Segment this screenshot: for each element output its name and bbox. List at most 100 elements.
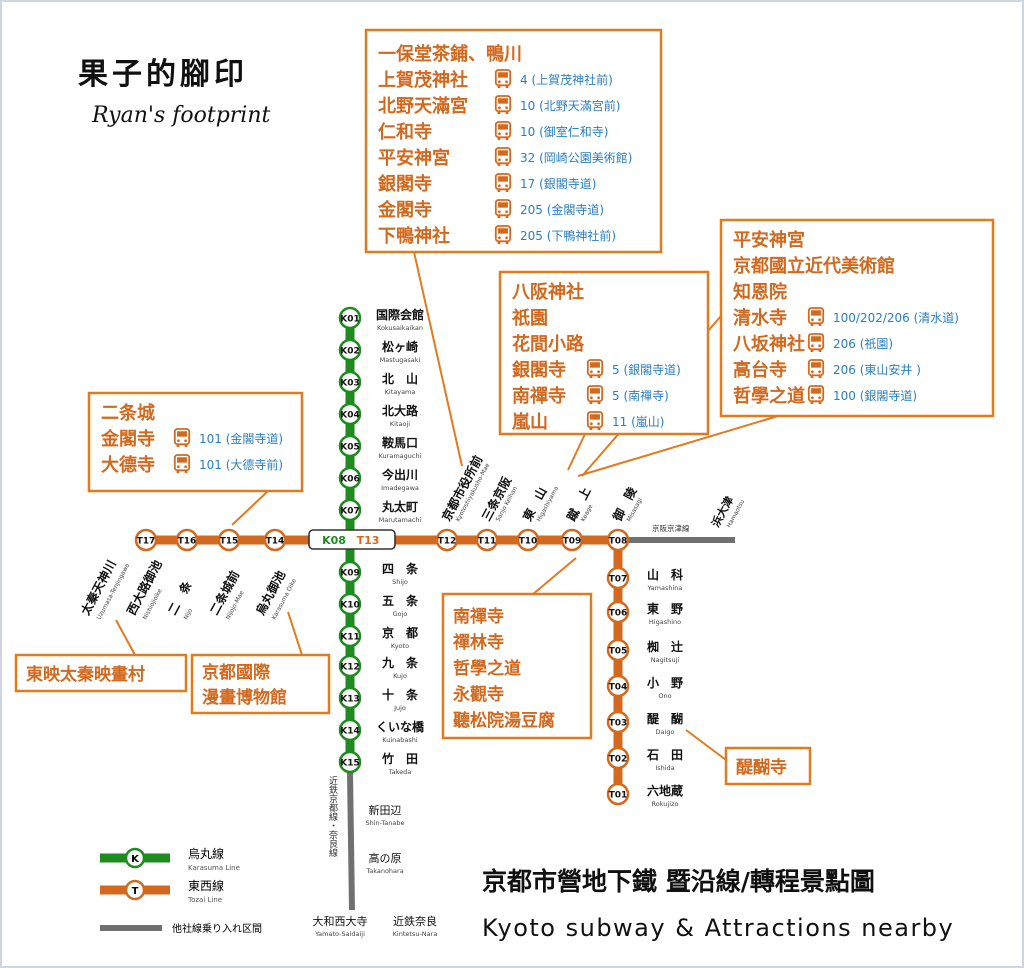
station-t06-marker	[606, 600, 630, 624]
legend-other-zh: 他社線乗り入れ区間	[172, 922, 262, 935]
station-t03-name: 醍 醐	[647, 711, 683, 726]
station-t14-marker	[263, 528, 287, 552]
station-t06[interactable]: T06	[606, 600, 630, 624]
station-t03[interactable]: T03	[606, 710, 630, 734]
station-k07[interactable]: K07	[338, 498, 362, 522]
callout-middle-bus-5: 11 (嵐山)	[612, 415, 664, 429]
station-kintetsu-2-name: 大和西大寺	[313, 914, 368, 928]
station-kintetsu-3-name: 近鉄奈良	[393, 914, 437, 928]
station-t17-code: T17	[137, 537, 156, 547]
station-k01[interactable]: K01	[338, 306, 362, 330]
station-k06[interactable]: K06	[338, 466, 362, 490]
station-t05-marker	[606, 638, 630, 662]
station-k11-marker	[338, 624, 362, 648]
callout-top-bus-1: 4 (上賀茂神社前)	[520, 72, 613, 87]
legend-karasuma-letter: K	[131, 854, 140, 865]
leader-middle	[567, 433, 586, 471]
callout-top-place-7: 下鴨神社	[378, 225, 450, 247]
legend-tozai-en: Tozai Line	[187, 896, 222, 904]
callout-right-place-3: 清水寺	[733, 307, 787, 329]
station-t11[interactable]: T11	[475, 528, 499, 552]
callout-left-bus-2: 101 (大德寺前)	[199, 457, 283, 472]
station-k13[interactable]: K13	[338, 686, 362, 710]
callout-top-bus-5: 17 (銀閣寺道)	[520, 177, 596, 191]
station-k11[interactable]: K11	[338, 624, 362, 648]
kintetsu-line-label: 近鉄京都線・奈良線	[327, 775, 338, 857]
callout-right-bus-6: 100 (銀閣寺道)	[833, 389, 917, 403]
station-t10[interactable]: T10	[516, 528, 540, 552]
station-k09[interactable]: K09	[338, 560, 362, 584]
callout-uzumasa: 東映太秦映畫村	[14, 653, 188, 693]
station-k15-marker	[338, 750, 362, 774]
callout-middle-box	[498, 270, 710, 436]
callout-uzumasa-box	[14, 653, 188, 693]
callout-top-place-4: 平安神宮	[378, 147, 450, 169]
station-k11-name: 京 都	[382, 625, 418, 640]
station-kintetsu-2-name-en: Yamato-Saidaiji	[314, 930, 365, 938]
transfer-code-t: T13	[357, 534, 380, 547]
station-k02-name-en: Mastugasaki	[380, 356, 421, 364]
station-t17[interactable]: T17	[134, 528, 158, 552]
station-t01-marker	[606, 782, 630, 806]
station-k12-marker	[338, 654, 362, 678]
station-k13-name: 十 条	[382, 687, 419, 702]
station-k10-code: K10	[340, 601, 360, 611]
station-k15[interactable]: K15	[338, 750, 362, 774]
station-t16[interactable]: T16	[175, 528, 199, 552]
station-k14[interactable]: K14	[338, 718, 362, 742]
legend-tozai-letter: T	[132, 886, 139, 897]
station-k12[interactable]: K12	[338, 654, 362, 678]
callout-middle-place-1: 祇園	[511, 307, 548, 329]
station-k02-name: 松ヶ崎	[382, 339, 418, 354]
leader-manga	[287, 611, 303, 656]
station-t12[interactable]: T12	[435, 528, 459, 552]
station-k01-name: 国際会館	[376, 307, 424, 322]
callout-top-place-3: 仁和寺	[378, 121, 432, 143]
leader-top	[413, 251, 463, 467]
station-k05[interactable]: K05	[338, 434, 362, 458]
leader-right-a	[577, 415, 779, 477]
station-k03-code: K03	[340, 379, 360, 389]
callout-top-place-2: 北野天滿宮	[378, 95, 468, 117]
station-k09-name: 四 条	[382, 561, 419, 576]
map-title-zh: 京都市營地下鐵 暨沿線/轉程景點圖	[482, 867, 875, 896]
station-t14[interactable]: T14	[263, 528, 287, 552]
station-t07-name: 山 科	[647, 567, 683, 582]
callout-middle-place-5: 嵐山	[512, 412, 548, 433]
station-t04-code: T04	[609, 683, 628, 693]
station-k15-code: K15	[340, 759, 360, 769]
station-k04[interactable]: K04	[338, 402, 362, 426]
station-t08[interactable]: T08	[606, 528, 630, 552]
station-t02-name: 石 田	[646, 748, 683, 762]
station-kintetsu-0-name: 新田辺	[369, 803, 402, 817]
station-kintetsu-1-name-en: Takanohara	[365, 867, 403, 875]
station-k10[interactable]: K10	[338, 592, 362, 616]
station-t05-code: T05	[609, 647, 628, 657]
station-t07[interactable]: T07	[606, 566, 630, 590]
station-k02[interactable]: K02	[338, 338, 362, 362]
station-k14-name-en: Kuinabashi	[382, 736, 418, 744]
station-k12-code: K12	[340, 663, 360, 673]
station-k03[interactable]: K03	[338, 370, 362, 394]
station-k01-name-en: Kokusaikaikan	[377, 324, 423, 332]
station-t05[interactable]: T05	[606, 638, 630, 662]
brand-subtitle: Ryan's footprint	[91, 103, 271, 128]
callout-uzumasa-place-0: 東映太秦映畫村	[26, 664, 145, 685]
station-t04[interactable]: T04	[606, 674, 630, 698]
station-t09[interactable]: T09	[560, 528, 584, 552]
transfer-station-karasuma-oike[interactable]: K08 T13	[308, 529, 396, 550]
station-t02[interactable]: T02	[606, 746, 630, 770]
station-k06-code: K06	[340, 475, 360, 485]
station-k04-marker	[338, 402, 362, 426]
station-k05-marker	[338, 434, 362, 458]
station-t15[interactable]: T15	[217, 528, 241, 552]
station-k06-name-en: Imadegawa	[381, 484, 419, 492]
station-t09-marker	[560, 528, 584, 552]
map-title-en: Kyoto subway & Attractions nearby	[482, 914, 954, 942]
callout-middle-place-4: 南禪寺	[512, 385, 566, 407]
callout-daigo: 醍醐寺	[724, 746, 812, 786]
station-t01[interactable]: T01	[606, 782, 630, 806]
